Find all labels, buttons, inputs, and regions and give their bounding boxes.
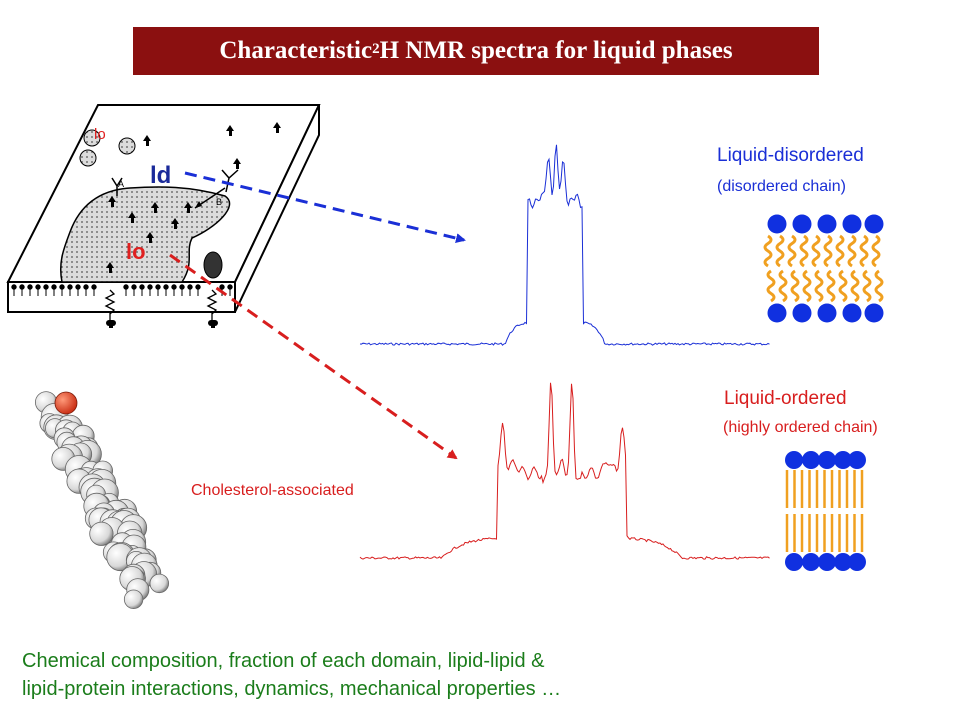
lo-top-label: lo [94, 126, 106, 143]
protein-a-label: A [118, 179, 124, 189]
bottom-summary-line-1: Chemical composition, fraction of each d… [22, 650, 545, 672]
title-text-rest: H NMR spectra for liquid phases [379, 37, 733, 64]
bottom-summary: Chemical composition, fraction of each d… [22, 647, 561, 703]
ld-phase-title: Liquid-disordered [717, 145, 864, 166]
bottom-summary-line-2: lipid-protein interactions, dynamics, me… [22, 678, 562, 700]
ld-phase-subtitle: (disordered chain) [717, 178, 846, 195]
cholesterol-associated-label: Cholesterol-associated [191, 482, 354, 499]
oxygen-atom-icon [54, 391, 78, 415]
lo-phase-title: Liquid-ordered [724, 388, 847, 409]
lo-phase-subtitle: (highly ordered chain) [723, 419, 878, 436]
ordered-bilayer-icon [785, 451, 866, 571]
membrane-illustration [6, 104, 321, 328]
lo-arrow [169, 253, 458, 460]
ld-nmr-spectrum [359, 144, 770, 346]
disordered-bilayer-icon [763, 214, 884, 323]
cholesterol-molecule-model [34, 391, 170, 610]
ld-label: ld [150, 162, 171, 189]
title-text: Characteristic [219, 37, 373, 64]
protein-b-label: B [216, 197, 222, 207]
lo-nmr-spectrum [359, 382, 770, 560]
ld-arrow [184, 171, 466, 243]
lo-mid-label: lo [126, 239, 146, 264]
